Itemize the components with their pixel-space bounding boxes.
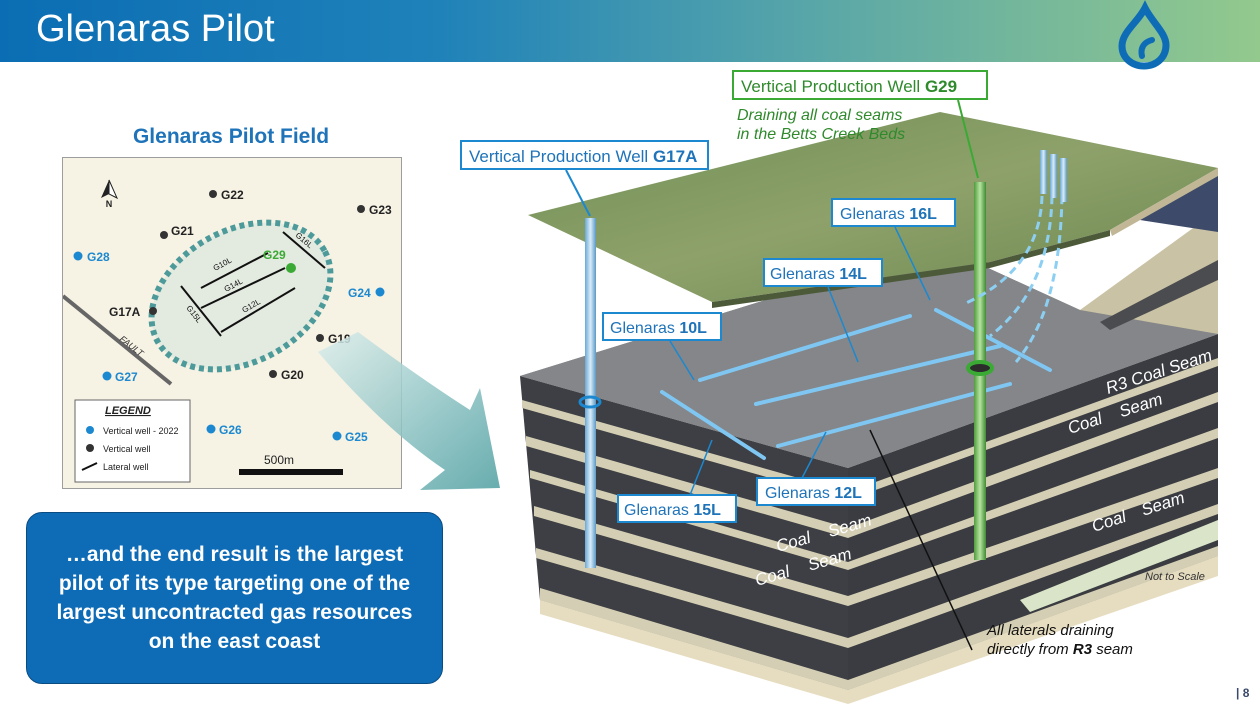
zoom-arrow-icon (318, 332, 500, 490)
svg-text:Lateral well: Lateral well (103, 462, 149, 472)
scale-bar (239, 469, 343, 475)
svg-text:Vertical Production Well G29: Vertical Production Well G29 (741, 77, 957, 96)
svg-text:Vertical well - 2022: Vertical well - 2022 (103, 426, 179, 436)
fault-line (61, 294, 173, 386)
wellhead-cluster-icon (1040, 150, 1067, 202)
not-to-scale-note: Not to Scale (1145, 571, 1205, 583)
svg-text:Draining all coal seams: Draining all coal seams (737, 107, 902, 124)
svg-text:Vertical well: Vertical well (103, 444, 151, 454)
north-arrow-icon: N (101, 179, 119, 209)
laterals-draining-note: All laterals draining directly from R3 s… (869, 429, 1133, 658)
svg-text:directly from R3 seam: directly from R3 seam (987, 641, 1133, 658)
svg-text:Glenaras 16L: Glenaras 16L (840, 206, 937, 223)
strata-bands (522, 358, 1218, 690)
svg-text:Glenaras 14L: Glenaras 14L (770, 266, 867, 283)
svg-text:G24: G24 (348, 286, 371, 300)
label-g17a: Vertical Production Well G17A (460, 140, 709, 217)
well-g21: G21 (160, 224, 194, 239)
flame-icon (1118, 0, 1170, 70)
svg-text:LEGEND: LEGEND (105, 405, 151, 417)
pilot-field-map: N FAULT G10L G14L G12L G15L G16L G22 G23… (61, 157, 402, 489)
label-10l: Glenaras 10L (602, 312, 722, 381)
block-side-face (848, 334, 1218, 690)
cliff-layers (1080, 210, 1218, 334)
label-12l: Glenaras 12L (756, 431, 876, 506)
page-title: Glenaras Pilot (36, 8, 275, 50)
pilot-boundary (148, 219, 334, 373)
title-banner: Glenaras Pilot (0, 0, 1260, 62)
svg-text:G25: G25 (345, 430, 368, 444)
map-title: Glenaras Pilot Field (132, 125, 330, 148)
well-g17a: G17A (109, 305, 157, 319)
svg-text:Glenaras 10L: Glenaras 10L (610, 320, 707, 337)
page-number: | 8 (1236, 686, 1250, 700)
svg-text:All laterals draining: All laterals draining (986, 622, 1114, 639)
scale-label: 500m (264, 453, 294, 467)
svg-text:G28: G28 (87, 250, 110, 264)
svg-text:Glenaras 15L: Glenaras 15L (624, 502, 721, 519)
well-g26: G26 (206, 423, 242, 437)
label-g29: Vertical Production Well G29 Draining al… (732, 70, 988, 179)
svg-text:G26: G26 (219, 423, 242, 437)
label-16l: Glenaras 16L (831, 198, 956, 301)
lateral-well-lines (660, 308, 1052, 460)
label-15l: Glenaras 15L (617, 439, 737, 523)
svg-text:Glenaras 12L: Glenaras 12L (765, 485, 862, 502)
svg-text:G29: G29 (263, 248, 286, 262)
well-g25: G25 (332, 430, 368, 444)
summary-callout: …and the end result is the largest pilot… (26, 512, 443, 684)
map-legend: LEGEND Vertical well - 2022 Vertical wel… (74, 399, 191, 483)
svg-text:N: N (106, 199, 113, 209)
svg-text:G27: G27 (115, 370, 138, 384)
well-g17a-bore (585, 218, 596, 568)
company-logo (1118, 0, 1170, 70)
svg-text:G20: G20 (281, 368, 304, 382)
well-g28: G28 (73, 250, 110, 264)
well-g27: G27 (102, 370, 138, 384)
lateral-wells (180, 231, 326, 337)
well-g24: G24 (348, 286, 385, 300)
svg-text:in the Betts Creek Beds: in the Betts Creek Beds (737, 126, 905, 143)
well-g22: G22 (209, 188, 244, 202)
svg-text:G21: G21 (171, 224, 194, 238)
svg-text:G17A: G17A (109, 305, 141, 319)
well-g20: G20 (269, 368, 304, 382)
label-14l: Glenaras 14L (763, 258, 883, 363)
svg-text:G22: G22 (221, 188, 244, 202)
svg-text:Vertical Production Well G17A: Vertical Production Well G17A (469, 147, 697, 166)
well-g29: G29 (263, 248, 296, 273)
well-g23: G23 (357, 203, 392, 217)
svg-text:G23: G23 (369, 203, 392, 217)
